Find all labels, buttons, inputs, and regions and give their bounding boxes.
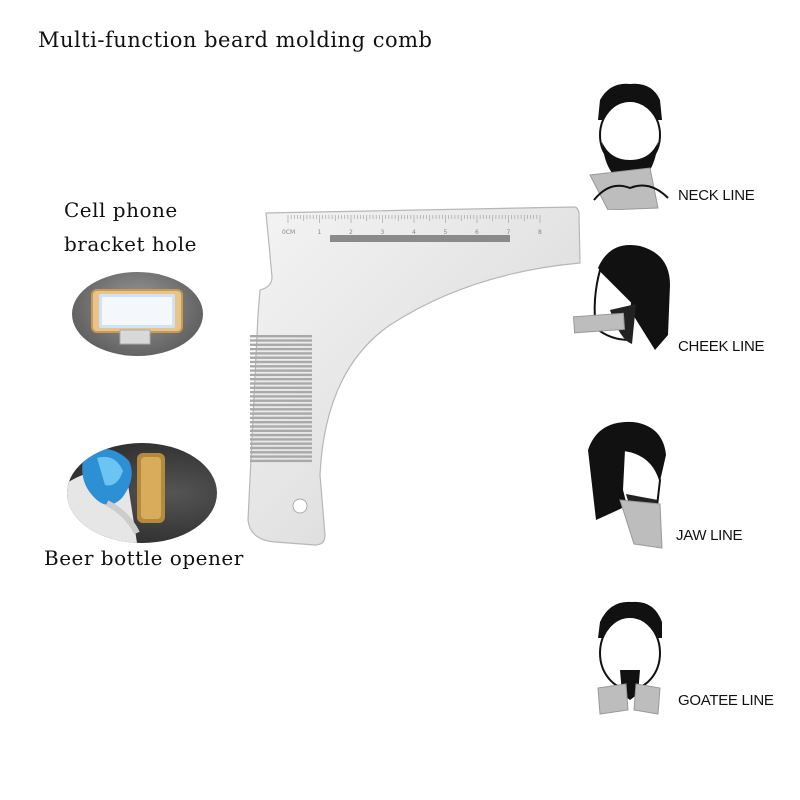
phone-bracket-label-line2: bracket hole <box>64 232 197 256</box>
comb-tooth <box>250 451 312 454</box>
comb-tooth <box>250 408 312 411</box>
style-label: CHEEK LINE <box>678 338 765 355</box>
style-label: GOATEE LINE <box>678 692 774 709</box>
page-title: Multi-function beard molding comb <box>38 28 433 52</box>
comb-tooth <box>250 395 312 398</box>
comb-tooth <box>250 429 312 432</box>
ruler-tick-label: 4 <box>412 229 416 236</box>
comb-tooth <box>250 455 312 458</box>
comb-tooth <box>250 442 312 445</box>
comb-tooth <box>250 382 312 385</box>
comb-tooth <box>250 356 312 359</box>
comb-teeth <box>250 335 312 463</box>
comb-tooth <box>250 352 312 355</box>
neck-line-head-icon <box>589 83 669 210</box>
ruler-tick-label: 8 <box>538 229 542 236</box>
comb-tooth <box>250 446 312 450</box>
comb-tooth <box>250 416 312 420</box>
ruler-tick-label: 2 <box>349 229 353 236</box>
bottle-cap-opener-icon <box>67 448 165 543</box>
comb-tooth <box>250 369 312 372</box>
comb-tooth <box>250 421 312 424</box>
comb-tooth <box>250 403 312 407</box>
comb-tooth <box>250 365 312 368</box>
cheek-line-head-icon <box>572 244 670 350</box>
ruler-tick-label: 3 <box>381 229 385 236</box>
ruler-tick-label: 7 <box>507 229 511 236</box>
style-cheek-line: CHEEK LINE <box>570 240 800 370</box>
phone-bracket-label-line1: Cell phone <box>64 198 178 222</box>
comb-tooth <box>250 378 312 381</box>
style-label: JAW LINE <box>676 527 743 544</box>
ruler-unit-label: 0CM <box>282 229 295 236</box>
goatee-line-head-icon <box>597 601 662 715</box>
ruler-tick-label: 1 <box>318 229 322 236</box>
comb-tooth <box>250 399 312 402</box>
bottle-opener-photo <box>67 443 217 543</box>
comb-tooth <box>250 360 312 364</box>
comb-tooth <box>250 390 312 394</box>
comb-tooth <box>250 459 312 463</box>
style-neck-line: NECK LINE <box>580 80 800 220</box>
bottle-opener-label: Beer bottle opener <box>44 546 244 570</box>
style-goatee-line: GOATEE LINE <box>580 598 800 728</box>
ruler-tick-label: 5 <box>444 229 448 236</box>
comb-tooth <box>250 433 312 437</box>
comb-tooth <box>250 438 312 441</box>
beard-comb-tool: 0CM 1 2 3 4 5 6 7 8 <box>247 206 581 546</box>
ruler-tick-label: 6 <box>475 229 479 236</box>
comb-tooth <box>250 343 312 346</box>
style-jaw-line: JAW LINE <box>578 420 800 560</box>
comb-tooth <box>250 386 312 389</box>
style-label: NECK LINE <box>678 187 755 204</box>
phone-bracket-photo <box>72 272 203 356</box>
comb-ruler: 0CM 1 2 3 4 5 6 7 8 <box>282 215 542 236</box>
comb-tooth <box>250 412 312 415</box>
phone-on-stand-icon <box>91 289 183 345</box>
comb-tooth <box>250 425 312 428</box>
comb-tooth <box>250 347 312 351</box>
comb-tooth <box>250 339 312 342</box>
jaw-line-head-icon <box>588 421 666 549</box>
comb-tooth <box>250 335 312 338</box>
comb-tooth <box>250 373 312 377</box>
phone-bracket-label: Cell phone bracket hole <box>64 193 197 261</box>
